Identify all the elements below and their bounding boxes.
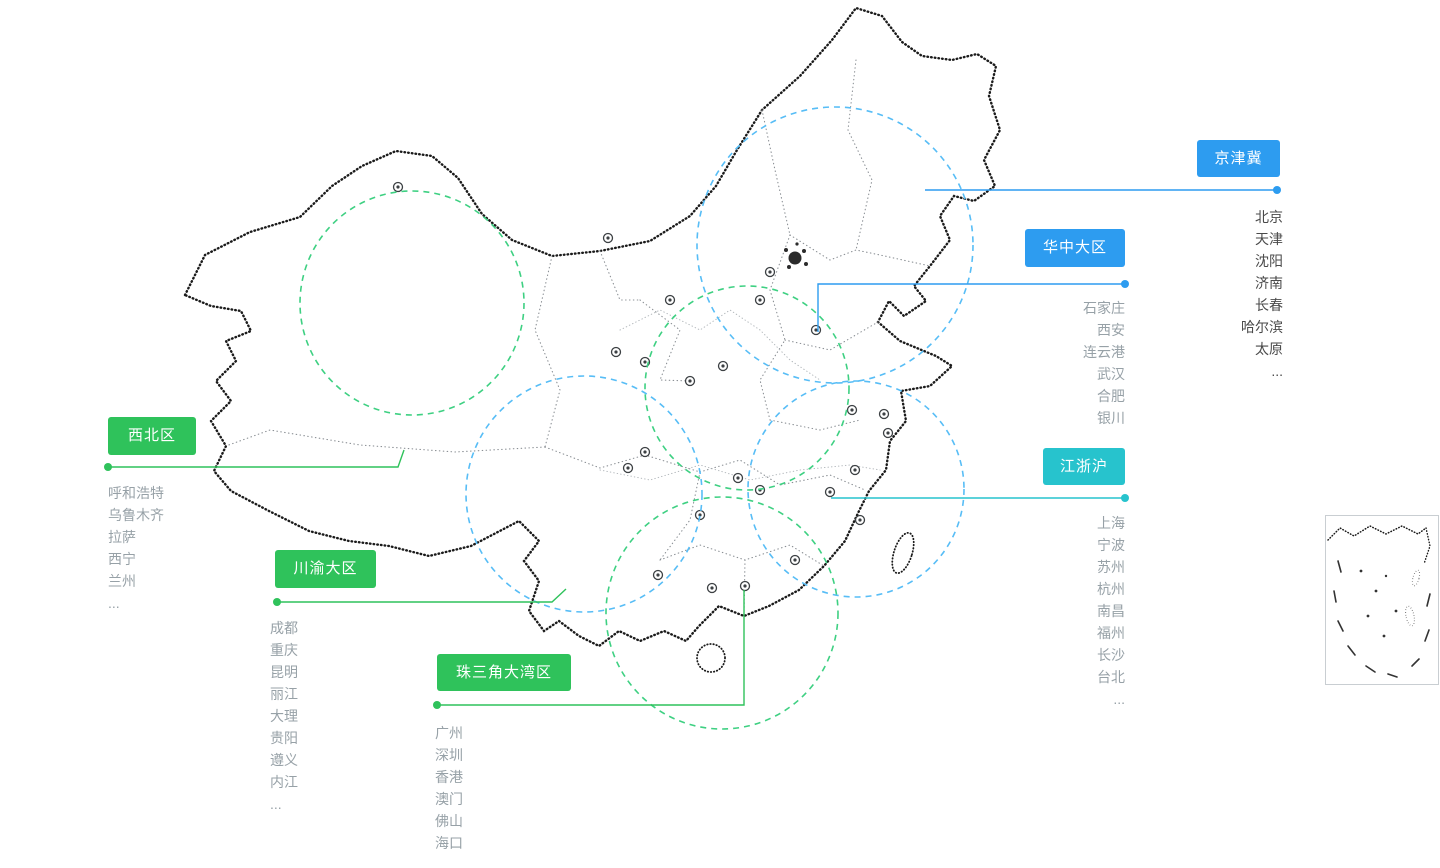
city-item: 石家庄 — [1083, 300, 1125, 316]
connector-dot — [1121, 494, 1129, 502]
connector-zhusanjiao — [433, 590, 745, 709]
region-badge-chuanyu: 川渝大区 — [275, 550, 376, 588]
city-list-huazhong: 石家庄 西安 连云港 武汉 合肥 银川 — [1000, 297, 1125, 429]
city-item: 兰州 — [108, 573, 136, 589]
city-item: 太原 — [1255, 341, 1283, 357]
city-item: 连云港 — [1083, 344, 1125, 360]
connector-jiangzhehu — [831, 494, 1129, 502]
connector-dot — [1121, 280, 1129, 288]
city-item: 澳门 — [435, 791, 463, 807]
city-item: 哈尔滨 — [1241, 319, 1283, 335]
inset-islands — [1359, 569, 1398, 638]
city-item: 天津 — [1255, 231, 1283, 247]
city-item: 香港 — [435, 769, 463, 785]
city-item: 昆明 — [270, 664, 298, 680]
region-circle-jingjinji — [696, 106, 974, 384]
nine-dash-line — [1333, 560, 1431, 678]
city-item: 西宁 — [108, 551, 136, 567]
connector-xibei — [104, 449, 405, 471]
region-badge-zhusanjiao: 珠三角大湾区 — [437, 654, 571, 691]
city-item: 海口 — [435, 835, 463, 851]
region-circle-jiangzhehu — [747, 380, 965, 598]
connector-huazhong — [817, 280, 1129, 332]
city-item: 长春 — [1255, 297, 1283, 313]
region-badge-jingjinji: 京津冀 — [1197, 140, 1280, 177]
city-item: 合肥 — [1097, 388, 1125, 404]
city-item: 丽江 — [270, 686, 298, 702]
connector-dot — [1273, 186, 1281, 194]
connector-chuanyu — [273, 588, 567, 606]
region-circle-huazhong — [644, 285, 850, 491]
city-item: 遵义 — [270, 752, 298, 768]
city-item: ... — [435, 857, 447, 868]
connector-jingjinji — [925, 186, 1281, 194]
city-item: 武汉 — [1097, 366, 1125, 382]
city-item: 北京 — [1255, 209, 1283, 225]
region-circle-zhusanjiao — [605, 496, 839, 730]
hainan-island — [696, 643, 726, 673]
region-badge-huazhong: 华中大区 — [1025, 229, 1125, 267]
city-item: 沈阳 — [1255, 253, 1283, 269]
connector-dot — [104, 463, 112, 471]
region-badge-jiangzhehu: 江浙沪 — [1043, 448, 1125, 485]
city-item: 苏州 — [1097, 559, 1125, 575]
city-list-xibei: 呼和浩特 乌鲁木齐 拉萨 西宁 兰州 ... — [108, 482, 248, 614]
city-item: 上海 — [1097, 515, 1125, 531]
region-circle-xibei — [299, 190, 525, 416]
city-item: 重庆 — [270, 642, 298, 658]
region-badge-xibei: 西北区 — [108, 417, 196, 455]
province-borders — [225, 59, 931, 617]
city-item: 佛山 — [435, 813, 463, 829]
city-item: 贵阳 — [270, 730, 298, 746]
city-item: 银川 — [1097, 410, 1125, 426]
city-list-jiangzhehu: 上海 宁波 苏州 杭州 南昌 福州 长沙 台北 ... — [1000, 512, 1125, 710]
connector-dot — [433, 701, 441, 709]
city-item: ... — [1271, 363, 1283, 379]
city-item: 广州 — [435, 725, 463, 741]
city-item: 杭州 — [1097, 581, 1125, 597]
city-item: 成都 — [270, 620, 298, 636]
city-item: 长沙 — [1097, 647, 1125, 663]
city-item: ... — [108, 595, 120, 611]
city-item: 台北 — [1097, 669, 1125, 685]
taiwan-island — [891, 531, 915, 575]
city-markers — [392, 181, 894, 594]
city-item: 福州 — [1097, 625, 1125, 641]
south-china-sea-inset-svg — [1327, 525, 1431, 678]
city-list-chuanyu: 成都 重庆 昆明 丽江 大理 贵阳 遵义 内江 ... — [270, 617, 410, 815]
region-circle-chuanyu — [465, 375, 703, 613]
city-list-jingjinji: 北京 天津 沈阳 济南 长春 哈尔滨 太原 ... — [1158, 206, 1283, 382]
city-item: 宁波 — [1097, 537, 1125, 553]
city-item: 呼和浩特 — [108, 485, 164, 501]
city-item: 乌鲁木齐 — [108, 507, 164, 523]
city-item: ... — [270, 796, 282, 812]
city-item: 内江 — [270, 774, 298, 790]
city-item: ... — [1113, 691, 1125, 707]
beijing-cluster — [784, 242, 808, 269]
city-item: 济南 — [1255, 275, 1283, 291]
city-list-zhusanjiao: 广州 深圳 香港 澳门 佛山 海口 ... — [435, 722, 575, 868]
connector-dot — [273, 598, 281, 606]
south-china-sea-inset — [1325, 515, 1439, 685]
city-item: 西安 — [1097, 322, 1125, 338]
city-item: 拉萨 — [108, 529, 136, 545]
city-item: 深圳 — [435, 747, 463, 763]
city-item: 南昌 — [1097, 603, 1125, 619]
rivers — [599, 309, 881, 481]
city-item: 大理 — [270, 708, 298, 724]
